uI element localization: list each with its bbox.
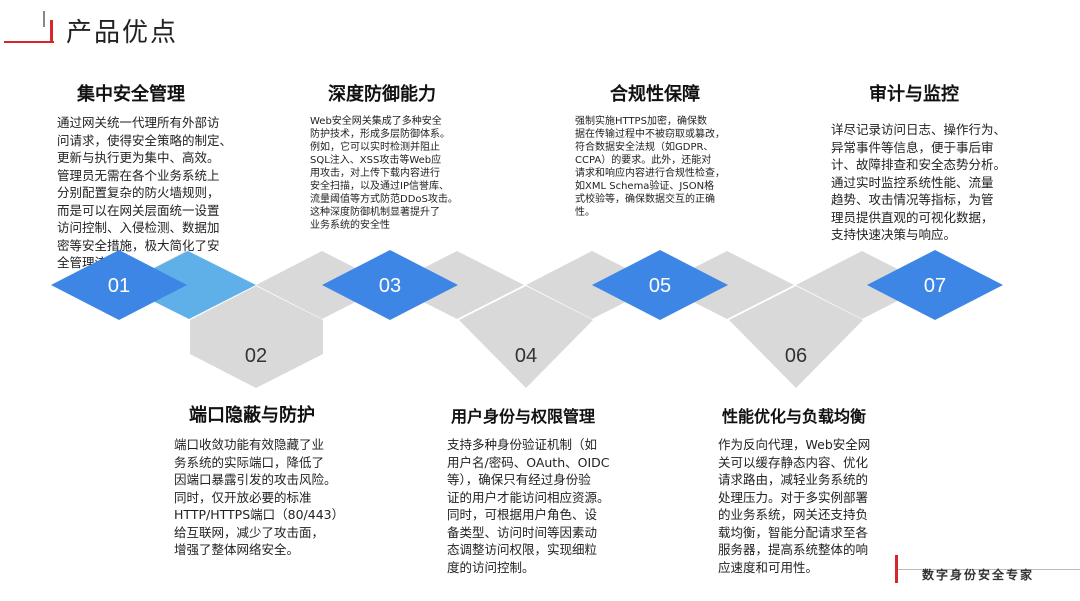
step-03-title: 深度防御能力 [328,84,436,105]
diamond-01 [51,250,187,320]
step-03-number: 03 [379,275,401,297]
step-04-title: 用户身份与权限管理 [451,407,596,426]
diamond-02 [190,286,323,354]
connector-06-07 [796,251,929,319]
header-accent-red [50,20,53,43]
step-06-number: 06 [785,345,807,367]
diamond-03 [322,250,458,320]
diamond-07 [867,250,1003,320]
header-accent-gray [43,11,45,27]
diamond-02-lower-r [256,320,323,388]
step-02-number: 02 [245,345,267,367]
step-02-desc: 端口收敛功能有效隐藏了业 务系统的实际端口，降低了 因端口暴露引发的攻击风险。 … [174,437,345,557]
step-05-number: 05 [649,275,671,297]
step-05-title: 合规性保障 [610,84,700,105]
step-01-title: 集中安全管理 [77,84,185,105]
footer-slogan: 数字身份安全专家 [922,568,1035,582]
diamond-02-lower [190,320,256,388]
step-02-title: 端口隐蔽与防护 [189,405,315,426]
diamond-05 [592,250,728,320]
diamond-04 [459,286,593,388]
step-05-desc: 强制实施HTTPS加密，确保数 据在传输过程中不被窃取或篡改， 符合数据安全法规… [575,116,725,218]
step-03-desc: Web安全网关集成了多种安全 防护技术，形成多层防御体系。 例如，它可以实时检测… [310,116,458,231]
header-underline [4,41,54,43]
step-06-desc: 作为反向代理，Web安全网 关可以缓存静态内容、优化 请求路由，减轻业务系统的 … [718,437,871,575]
step-04-number: 04 [515,345,537,367]
light-blue-accent [121,251,256,319]
page-title: 产品优点 [66,18,179,48]
step-07-number: 07 [924,275,946,297]
footer-divider [895,569,1080,570]
diamond-06 [729,286,863,388]
step-01-desc: 通过网关统一代理所有外部访 问请求，使得安全策略的制定、 更新与执行更为集中、高… [57,115,233,270]
footer-accent-red [895,555,898,583]
step-06-title: 性能优化与负载均衡 [722,407,867,426]
step-07-title: 审计与监控 [869,84,959,105]
step-07-desc: 详尽记录访问日志、操作行为、 异常事件等信息，便于事后审 计、故障排查和安全态势… [831,122,1007,242]
step-04-desc: 支持多种身份验证机制（如 用户名/密码、OAuth、OIDC 等），确保只有经过… [447,437,610,575]
step-01-number: 01 [108,275,130,297]
